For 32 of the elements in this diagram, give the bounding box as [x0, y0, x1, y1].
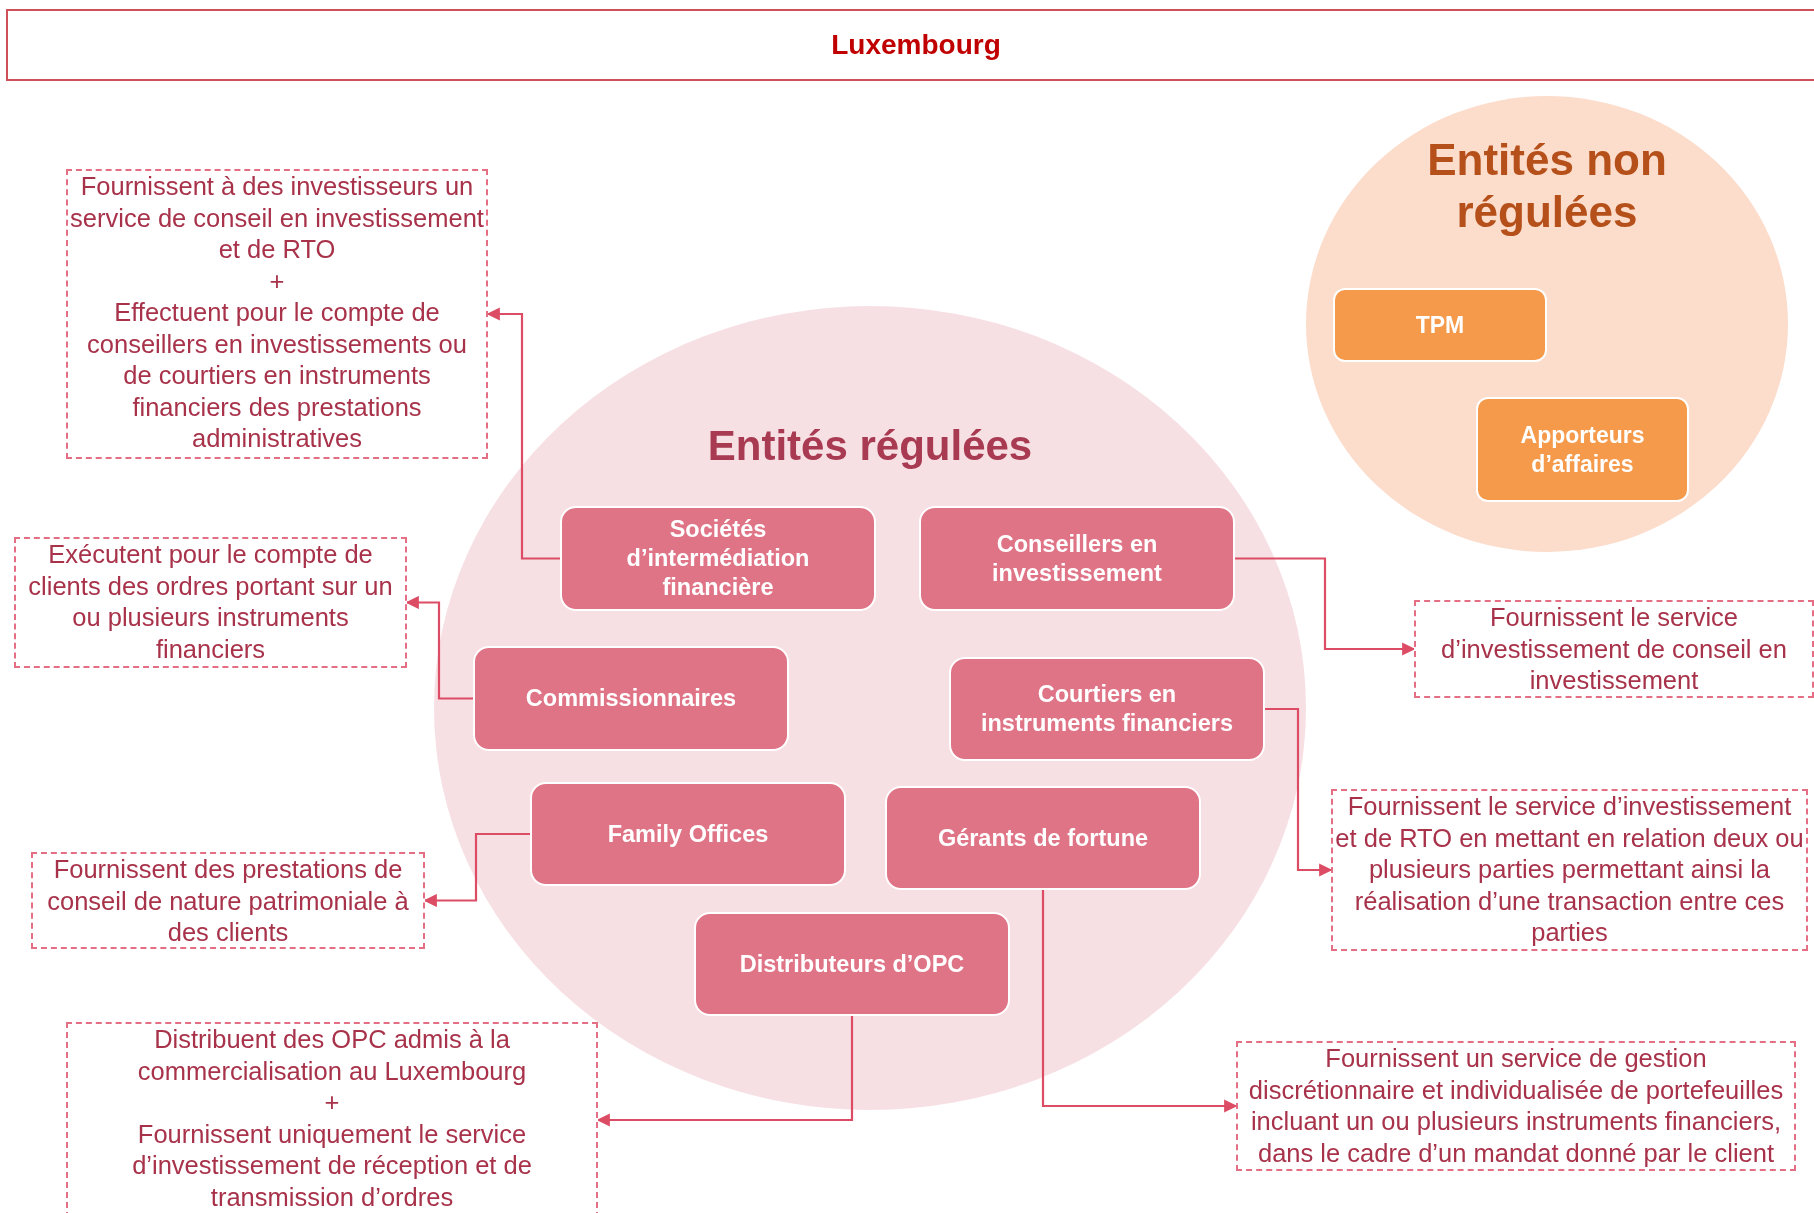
description-box	[66, 169, 488, 459]
entity-box: Distributeurs d’OPC	[694, 912, 1010, 1016]
description-box: Fournissent le service d’investissement et de RTO en mettant en relation deux ou plusieurs parties permettant ainsi la réalisation d’une transaction entre ces parties	[1331, 789, 1808, 951]
region-heading: Entités non régulées	[1426, 134, 1668, 238]
connector-arrow	[1041, 890, 1238, 1113]
connector-arrow	[1265, 707, 1333, 877]
description-text: Effectuent pour le compte de conseillers en investissements ou de courtiers en instruments financiers des prestations administratives	[86, 297, 468, 454]
description-box: Fournissent un service de gestion discrétionnaire et individualisée de portefeuilles incluant un ou plusieurs instruments financiers, dans le cadre d’un mandat donné par le client	[1236, 1041, 1796, 1171]
entity-box: TPM	[1333, 288, 1547, 362]
connector-arrow	[423, 832, 530, 908]
connector-arrow	[1235, 557, 1416, 656]
description-text: Distribuent des OPC admis à la commercialisation au Luxembourg	[136, 1024, 528, 1087]
title-banner: Luxembourg	[6, 9, 1814, 81]
region-heading: Entités régulées	[706, 421, 1034, 471]
entity-box: Courtiers en instruments financiers	[949, 657, 1265, 761]
connector-arrow	[486, 307, 560, 560]
entity-box: Conseillers en investissement	[919, 506, 1235, 611]
description-box	[66, 1022, 598, 1213]
entity-box: Apporteurs d’affaires	[1476, 397, 1689, 502]
entity-box: Sociétés d’intermédiation financière	[560, 506, 876, 611]
entity-box: Commissionnaires	[473, 646, 789, 751]
description-text: +	[324, 1087, 340, 1118]
description-text: +	[269, 265, 285, 297]
description-box: Exécutent pour le compte de clients des ordres portant sur un ou plusieurs instruments financiers	[14, 537, 407, 668]
description-text: Fournissent à des investisseurs un service de conseil en investissement et de RTO	[70, 171, 484, 265]
description-box: Fournissent le service d’investissement de conseil en investissement	[1414, 600, 1814, 698]
description-text: Fournissent uniquement le service d’investissement de réception et de transmission d’ordres	[131, 1118, 533, 1213]
entity-box: Gérants de fortune	[885, 786, 1201, 890]
connector-arrow	[405, 595, 473, 700]
entity-box: Family Offices	[530, 782, 846, 886]
connector-arrow	[596, 1016, 854, 1127]
description-box: Fournissent des prestations de conseil de nature patrimoniale à des clients	[31, 852, 425, 949]
